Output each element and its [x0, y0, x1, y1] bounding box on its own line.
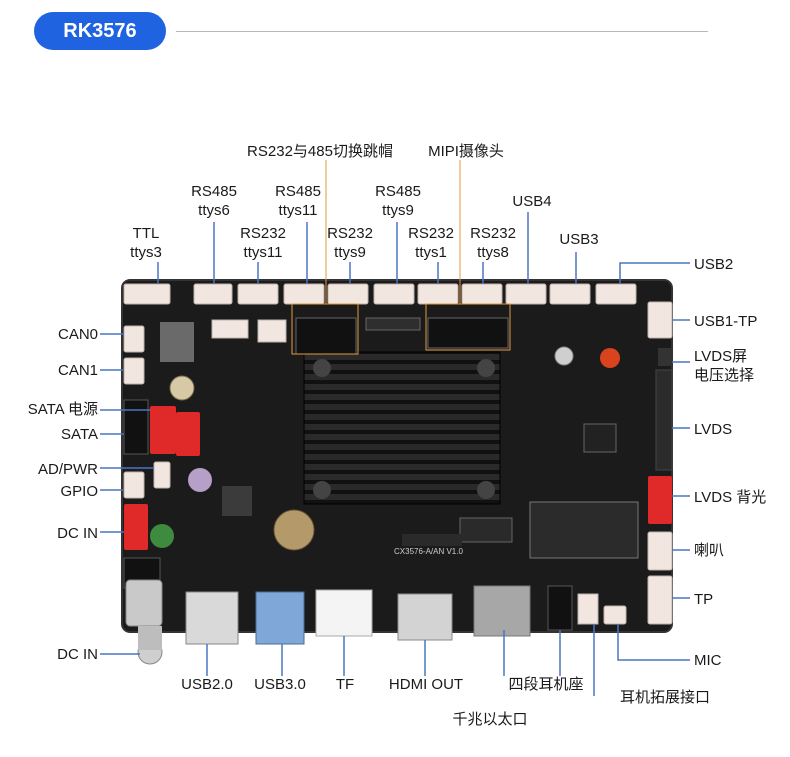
label-lvds-voltage: LVDS屏电压选择 — [694, 348, 755, 384]
leader-lines — [100, 212, 690, 696]
label-rs232-485-jumper: RS232与485切换跳帽 — [247, 143, 393, 160]
header-divider — [176, 31, 708, 32]
title-badge: RK3576 — [34, 12, 166, 50]
label-audio-jack: 四段耳机座 — [508, 676, 584, 693]
label-usb3-top: USB3 — [559, 231, 599, 248]
label-gpio: GPIO — [60, 483, 98, 500]
label-lvds-backlight: LVDS 背光 — [694, 489, 767, 506]
label-dc-in-2: DC IN — [57, 646, 98, 663]
label-usb30: USB3.0 — [254, 676, 306, 693]
top-connectors — [123, 283, 637, 305]
label-tf: TF — [335, 676, 355, 693]
label-usb20: USB2.0 — [181, 676, 233, 693]
label-usb1-tp: USB1-TP — [694, 313, 758, 330]
label-lvds: LVDS — [694, 421, 733, 438]
label-sata-power: SATA 电源 — [27, 401, 98, 418]
right-connectors — [603, 301, 673, 625]
label-speaker: 喇叭 — [694, 542, 725, 559]
orange-leaders — [325, 160, 461, 304]
label-tp: TP — [694, 591, 714, 608]
highlight-boxes — [291, 303, 511, 355]
page-title: RK3576 — [63, 19, 137, 42]
board-silkscreen: CX3576-A/AN V1.0 — [394, 547, 463, 556]
components — [150, 317, 639, 605]
left-connectors — [123, 325, 200, 665]
label-gigabit-ethernet: 千兆以太口 — [452, 711, 528, 728]
label-usb4: USB4 — [512, 193, 552, 210]
label-ad-pwr: AD/PWR — [38, 461, 98, 478]
label-dc-in-1: DC IN — [57, 525, 98, 542]
heatsink — [303, 351, 501, 505]
label-can1: CAN1 — [57, 362, 98, 379]
label-sata: SATA — [61, 426, 98, 443]
label-usb2: USB2 — [694, 256, 734, 273]
label-earphone-ext: 耳机拓展接口 — [620, 689, 711, 706]
label-mic: MIC — [694, 652, 722, 669]
bottom-connectors — [185, 585, 599, 645]
label-can0: CAN0 — [57, 326, 98, 343]
label-mipi-camera: MIPI摄像头 — [428, 143, 504, 160]
label-hdmi-out: HDMI OUT — [388, 676, 464, 693]
